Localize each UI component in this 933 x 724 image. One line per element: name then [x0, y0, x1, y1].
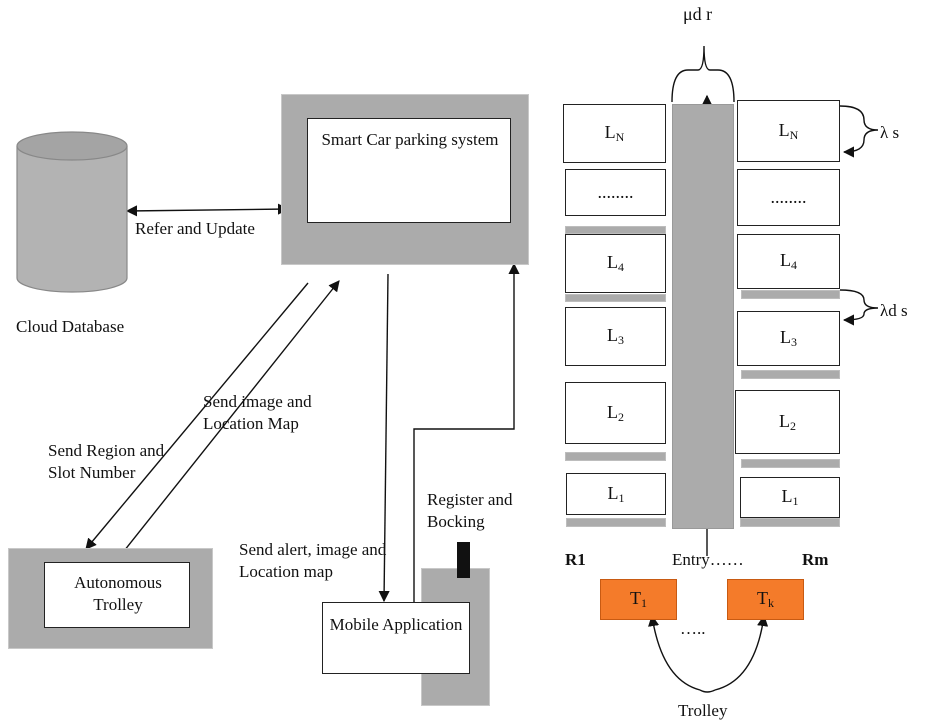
left-slot-l3-label: L3 [607, 325, 624, 347]
right-slot-l3-label: L3 [780, 327, 797, 349]
autonomous-trolley-node [44, 562, 190, 628]
right-slot-l2: L2 [735, 390, 840, 454]
send-region-label: Send Region and Slot Number [48, 441, 165, 482]
right-slot-dots: ........ [737, 169, 840, 226]
left-slot-l1-label: L1 [607, 482, 625, 505]
left-slot-dots: ........ [565, 169, 666, 216]
trolley-tk-label: Tk [757, 588, 774, 610]
phone-antenna-icon [457, 542, 470, 578]
trolley-curve-left [648, 614, 701, 691]
left-slot-l1: L1 [566, 473, 666, 515]
right-slot-dots-label: ........ [770, 187, 807, 207]
right-shelf-3 [741, 459, 840, 468]
left-slot-l4-label: L4 [607, 252, 624, 274]
right-slot-ln: LN [737, 100, 840, 162]
trolley-brace-stem [699, 689, 716, 693]
refer-update-label: Refer and Update [135, 219, 255, 238]
left-slot-l2-label: L2 [607, 401, 624, 424]
left-shelf-1 [565, 226, 666, 234]
send-image-label: Send image and Location Map [203, 392, 312, 433]
mobile-app-node [322, 602, 470, 674]
register-label: Register and Bocking [427, 490, 513, 531]
register-arrow [413, 262, 520, 640]
left-shelf-3 [565, 452, 666, 461]
smart-parking-node [307, 118, 511, 223]
trolley-tk: Tk [727, 579, 804, 620]
left-slot-dots-label: ........ [597, 182, 634, 202]
entry-label: Entry…… [672, 550, 744, 569]
right-slot-l4-label: L4 [780, 250, 797, 272]
right-shelf-1 [741, 290, 840, 299]
smart-parking-label: Smart Car parking system [321, 130, 499, 149]
right-slot-l3: L3 [737, 311, 840, 366]
right-slot-l1-label: L1 [781, 486, 799, 508]
right-slot-l4: L4 [737, 234, 840, 289]
cloud-database-label: Cloud Database [16, 317, 125, 336]
refer-update-arrow [125, 203, 290, 217]
trolley-dots: ….. [680, 619, 706, 638]
send-alert-label: Send alert, image and Location map [239, 540, 387, 581]
mu-label: μd r [683, 4, 713, 24]
send-region-arrow [85, 282, 309, 550]
send-alert-arrow [378, 273, 390, 603]
lambda-s-label: λ s [880, 123, 900, 142]
left-shelf-2 [565, 294, 666, 302]
right-shelf-2 [741, 370, 840, 379]
right-slot-l2-label: L2 [779, 410, 796, 433]
lambda-ds-brace [839, 289, 879, 326]
send-image-arrow [123, 280, 340, 552]
trolley-t1-label: T1 [630, 588, 647, 610]
trolley-t1: T1 [600, 579, 677, 620]
right-shelf-4 [740, 518, 840, 527]
left-slot-l3: L3 [565, 307, 666, 366]
left-slot-ln-label: LN [604, 122, 625, 144]
region-r1-label: R1 [565, 550, 586, 569]
autonomous-trolley-label: Autonomous Trolley [74, 573, 162, 614]
region-rm-label: Rm [802, 550, 829, 569]
left-slot-ln: LN [563, 104, 666, 163]
left-shelf-4 [566, 518, 666, 527]
right-slot-ln-label: LN [778, 119, 799, 142]
trolley-label: Trolley [678, 701, 728, 720]
left-slot-l4: L4 [565, 234, 666, 293]
trolley-curve-right [714, 614, 769, 691]
lambda-ds-label: λd s [880, 301, 908, 320]
lambda-s-brace [839, 105, 879, 158]
right-slot-l1: L1 [740, 477, 840, 518]
left-slot-l2: L2 [565, 382, 666, 444]
mobile-app-label: Mobile Application [329, 615, 463, 634]
parking-aisle [672, 104, 734, 529]
mu-brace [671, 45, 735, 103]
